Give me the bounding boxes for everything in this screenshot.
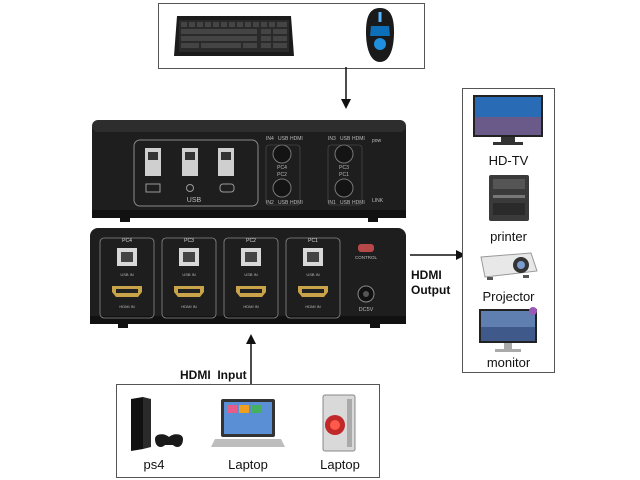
pc-label: PC2: [246, 238, 256, 244]
input-label-ps4: ps4: [143, 457, 165, 472]
svg-text:HDMI: HDMI: [290, 200, 303, 206]
hdmi-in-label: HDMI IN: [119, 304, 134, 309]
usb-in-label: USB IN: [306, 272, 319, 277]
input-label-laptop-1: Laptop: [228, 457, 268, 472]
usb-label: USB: [187, 197, 202, 204]
inputs-box: ps4 Laptop Laptop: [116, 384, 380, 478]
svg-text:IN1: IN1: [328, 200, 336, 206]
hdmi-output-label: HDMI Output: [411, 268, 451, 297]
output-label-hd-tv: HD-TV: [488, 153, 529, 168]
svg-text:USB: USB: [278, 200, 289, 206]
power-label: DC5V: [359, 307, 374, 313]
output-label-monitor: monitor: [486, 355, 531, 370]
svg-text:HDMI: HDMI: [290, 136, 303, 142]
input-label-laptop-2: Laptop: [320, 457, 360, 472]
svg-text:HDMI: HDMI: [352, 136, 365, 142]
svg-text:USB: USB: [340, 136, 351, 142]
output-label-projector: Projector: [482, 289, 535, 304]
svg-text:USB: USB: [340, 200, 351, 206]
tv-icon: [473, 95, 543, 145]
usb-in-label: USB IN: [244, 272, 257, 277]
projector-icon: [480, 252, 538, 280]
usb-in-label: USB IN: [182, 272, 195, 277]
laptop-icon: [211, 399, 285, 447]
arrow-down-to-switch: [341, 67, 351, 109]
svg-text:PC3: PC3: [339, 165, 349, 171]
peripherals-box: [158, 3, 425, 69]
usb-a-ports: [145, 148, 234, 176]
pc-label: PC1: [308, 238, 318, 244]
port-button-pc2: PC2 IN2 USB HDMI: [266, 172, 303, 206]
control-label: CONTROL: [355, 255, 377, 260]
svg-text:PC2: PC2: [277, 172, 287, 178]
printer-icon: [489, 175, 529, 221]
outputs-box: HD-TV printer Projector monitor: [462, 88, 555, 373]
switch-front-panel: USB IN4 USB HDMI PC4 IN3 USB HDMI PC3 po…: [92, 120, 406, 222]
hdmi-in-label: HDMI IN: [305, 304, 320, 309]
keyboard-icon: [174, 16, 294, 56]
desktop-pc-icon: [322, 394, 356, 452]
svg-text:USB: USB: [278, 136, 289, 142]
pc-label: PC4: [122, 238, 132, 244]
svg-text:LINK: LINK: [372, 198, 384, 204]
hdmi-in-label: HDMI IN: [181, 304, 196, 309]
svg-text:IN3: IN3: [328, 136, 336, 142]
monitor-icon: [479, 307, 537, 352]
svg-text:HDMI: HDMI: [352, 200, 365, 206]
usb-in-label: USB IN: [120, 272, 133, 277]
svg-text:pow: pow: [372, 138, 382, 144]
pc-label: PC3: [184, 238, 194, 244]
port-button-pc4: IN4 USB HDMI PC4: [266, 136, 303, 171]
arrow-to-outputs: [410, 250, 466, 260]
hdmi-in-label: HDMI IN: [243, 304, 258, 309]
svg-text:IN4: IN4: [266, 136, 274, 142]
svg-text:IN2: IN2: [266, 200, 274, 206]
svg-text:PC1: PC1: [339, 172, 349, 178]
ps4-console-icon: [131, 397, 183, 451]
arrow-up-to-switch: [246, 334, 256, 384]
output-label-printer: printer: [490, 229, 527, 244]
port-button-pc1: PC1 IN1 USB HDMI LINK: [328, 172, 384, 206]
svg-text:PC4: PC4: [277, 165, 287, 171]
mouse-icon: [366, 8, 394, 62]
hdmi-input-label: HDMI Input: [180, 368, 247, 382]
